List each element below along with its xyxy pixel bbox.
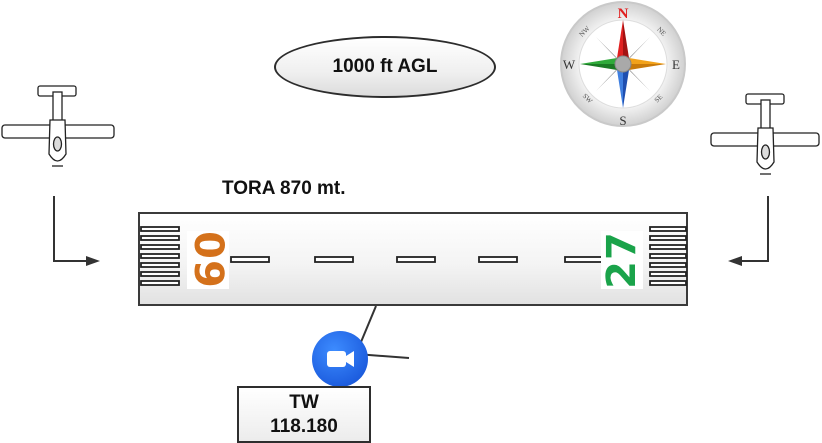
left-approach-arrow [53, 196, 90, 262]
airplane-icon-right [710, 93, 820, 175]
tower-box: TW 118.180 [237, 386, 371, 443]
runway-markings [140, 226, 687, 286]
runway-designator-right: 27 [599, 231, 646, 289]
tower-frequency: 118.180 [270, 416, 338, 437]
right-approach-arrow [738, 196, 769, 262]
compass-south: S [619, 113, 626, 128]
tora-label: TORA 870 mt. [222, 178, 346, 199]
compass-rose-icon: N S E W NE NW SE SW [560, 1, 686, 128]
threshold-bars-left [140, 226, 180, 286]
compass-north: N [618, 6, 629, 22]
airplane-icon-left [1, 85, 115, 167]
compass-west: W [563, 57, 576, 72]
designator-09: 09 [185, 231, 232, 289]
video-camera-glyph [327, 351, 354, 367]
tower-name: TW [289, 392, 319, 413]
runway-designator-left: 09 [185, 231, 232, 289]
compass-east: E [672, 57, 680, 72]
centerline-dashes [230, 256, 604, 263]
camera-icon [312, 331, 368, 387]
compass-southeast: SE [653, 93, 664, 104]
designator-27: 27 [599, 231, 646, 289]
altitude-label: 1000 ft AGL [274, 36, 496, 98]
altitude-text: 1000 ft AGL [332, 56, 438, 77]
left-arrowhead [86, 256, 100, 266]
right-arrowhead [728, 256, 742, 266]
threshold-bars-right [649, 226, 687, 286]
